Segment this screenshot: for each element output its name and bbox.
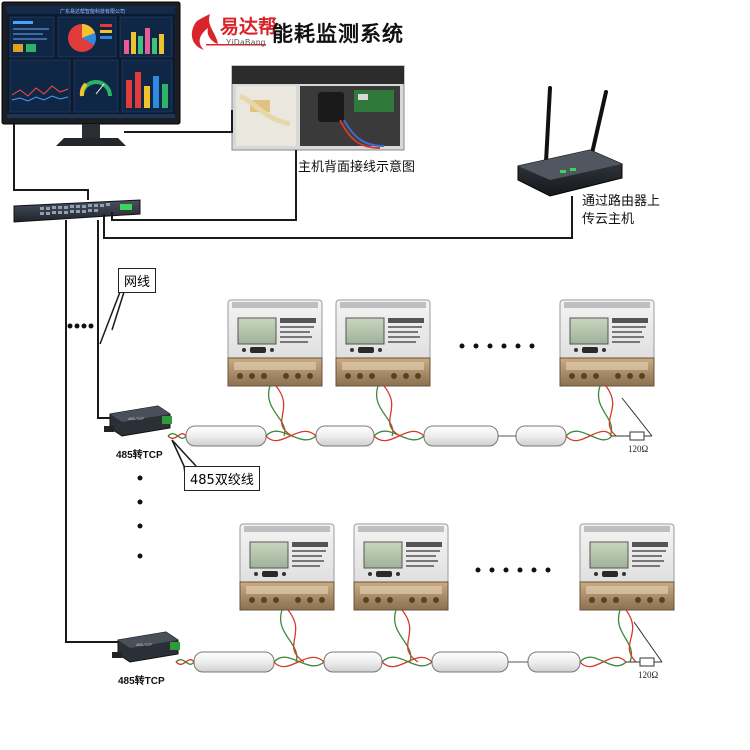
router-label-line2: 传云主机 — [582, 212, 635, 227]
page-title: 能耗监测系统 — [272, 22, 404, 46]
meter-row-top — [227, 299, 655, 387]
resistor-label-bottom: 120Ω — [638, 670, 659, 680]
electric-meter — [579, 523, 675, 611]
electric-meter — [353, 523, 449, 611]
ellipsis-dots-left — [67, 323, 94, 329]
logo-text-en: YiDaBang — [226, 38, 266, 47]
twisted-pair-label: 485双绞线 — [184, 466, 260, 491]
meter-row-bottom — [239, 523, 675, 611]
host-wiring-label: 主机背面接线示意图 — [298, 160, 416, 175]
ellipsis-dots-top — [459, 343, 535, 349]
electric-meter — [335, 299, 431, 387]
rs485-tcp-converter — [103, 405, 173, 437]
ellipsis-dots-vertical — [137, 475, 143, 559]
resistor-label-top: 120Ω — [628, 444, 649, 454]
rs485-tcp-converter — [111, 631, 181, 663]
network-switch — [13, 199, 141, 223]
router — [517, 86, 623, 197]
ellipsis-dots-bottom — [475, 567, 551, 573]
electric-meter — [239, 523, 335, 611]
converter-label-top: 485转TCP — [116, 450, 163, 461]
electric-meter — [559, 299, 655, 387]
rs485-bus-bottom — [175, 609, 663, 673]
monitor-screen-title: 广东易达帮智能科技有限公司 — [60, 9, 126, 15]
router-label-line1: 通过路由器上 — [582, 194, 661, 209]
electric-meter — [227, 299, 323, 387]
network-cable-callout — [99, 291, 125, 345]
logo-text-cn: 易达帮 — [220, 16, 278, 38]
network-lines — [13, 110, 573, 643]
host-back-photo — [231, 65, 405, 151]
rs485-bus-top — [167, 385, 653, 447]
converter-label-bottom: 485转TCP — [118, 676, 165, 687]
network-cable-label: 网线 — [118, 268, 157, 293]
monitor — [1, 1, 181, 146]
brand-logo-icon — [191, 14, 266, 50]
